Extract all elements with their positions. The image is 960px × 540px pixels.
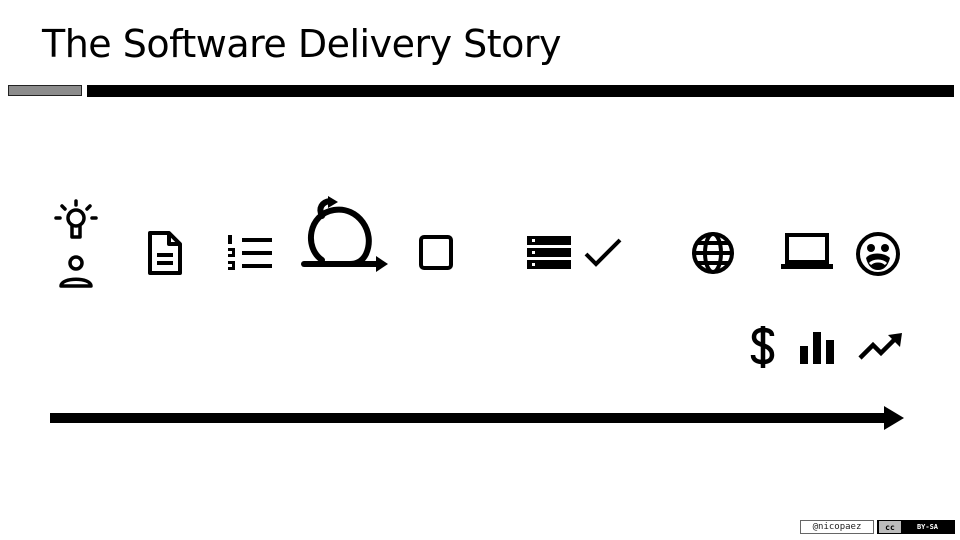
face-icon [856,232,900,276]
agile-cycle-icon [301,196,388,272]
checkmark-icon [584,238,622,267]
license-label: BY-SA [916,523,939,531]
slide-title: The Software Delivery Story [42,22,562,66]
trending-up-icon [858,333,902,360]
server-stack-icon [527,236,571,269]
lightbulb-icon [54,199,98,239]
dollar-icon [750,326,775,368]
cc-icon: cc [879,521,901,533]
title-underline-accent [8,85,82,96]
timeline-arrow [50,406,904,430]
bar-chart-icon [800,332,834,364]
numbered-list-icon [228,235,272,270]
person-icon [59,255,93,288]
globe-icon [692,232,734,274]
laptop-icon [781,233,833,269]
document-icon [148,231,182,275]
checkbox-icon [419,235,453,270]
title-underline [87,85,954,97]
author-handle: @nicopaez [800,520,874,534]
license-badge: cc BY-SA [877,520,955,534]
